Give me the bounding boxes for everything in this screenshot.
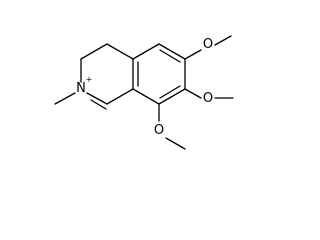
dihydro-ring (80, 43, 134, 110)
positive-charge-label: + (86, 75, 93, 84)
bond-c7-c8 (158, 88, 186, 105)
chemical-structure-diagram: N + O O O (54, 35, 234, 150)
bond-o8-methyl (165, 137, 186, 150)
oxygen-atom-label-7: O (203, 91, 213, 106)
bond-c6-o6 (184, 49, 202, 60)
bond-n2-c1-inner (90, 99, 107, 110)
bond-o6-methyl (214, 35, 232, 46)
oxygen-atom-label-6: O (203, 37, 213, 52)
bond-c5-c6-inner (159, 49, 181, 63)
bond-c1-c8a (106, 88, 134, 105)
bond-c4-c3 (80, 43, 108, 60)
aromatic-ring (132, 43, 186, 105)
nitrogen-atom-label: N (76, 81, 86, 96)
oxygen-atom-label-8: O (154, 123, 164, 138)
bond-n-methyl (54, 92, 76, 105)
bond-n2-c1 (86, 92, 108, 105)
bond-c4a-c4 (106, 43, 134, 60)
bond-c5-c6 (158, 43, 186, 60)
bond-c7-o7 (184, 88, 202, 99)
bond-c4a-c5 (132, 43, 160, 60)
substituents (54, 35, 234, 150)
bond-c8-c8a (132, 88, 160, 105)
bond-c7-c8-inner (159, 85, 181, 99)
